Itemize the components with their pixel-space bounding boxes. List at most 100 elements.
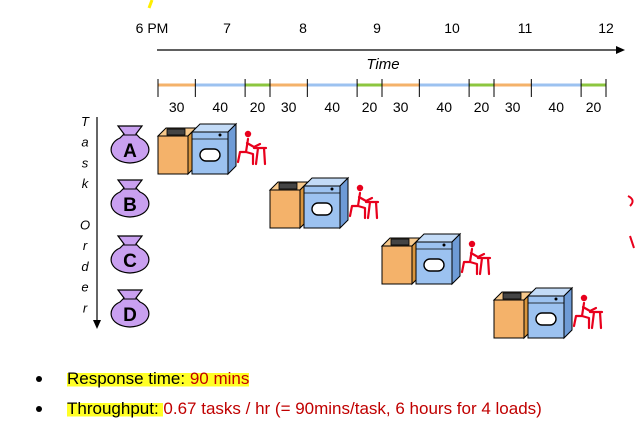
task-order-letter: e [81, 280, 88, 295]
hour-labels: 6 PM 7 8 9 10 11 12 [136, 20, 614, 36]
bag-body [110, 125, 150, 164]
hour-label: 7 [223, 20, 231, 36]
person-folding-icon [572, 294, 604, 330]
load-letter: A [123, 141, 137, 162]
time-arrow-head [616, 46, 625, 54]
dryer-side [339, 176, 349, 230]
dryer-side [563, 286, 573, 340]
time-segment-value: 20 [362, 99, 378, 115]
folder-body [348, 191, 362, 218]
person-folding-icon [348, 184, 380, 220]
bullet-list: Response time: 90 mins Throughput: 0.67 … [36, 364, 636, 424]
washer-lid [166, 128, 186, 136]
dryer-side [451, 232, 461, 286]
task-order-letter: r [83, 238, 88, 253]
washer-icon [156, 126, 198, 176]
bullet-dot [36, 376, 42, 382]
folder-body [572, 301, 586, 328]
folder-table [252, 146, 268, 166]
throughput-value: 0.67 tasks / hr (= 90mins/task, 6 hours … [163, 399, 542, 418]
load-letter: D [123, 305, 137, 326]
folder-legs [244, 150, 255, 166]
task-order-letter: T [81, 114, 90, 129]
person-folding-icon [460, 240, 492, 276]
dryer-door [199, 148, 221, 162]
task-order-letter: O [80, 218, 90, 233]
task-order-letter: k [82, 176, 90, 191]
folder-arms [245, 141, 262, 149]
folder-head [468, 240, 476, 248]
dryer-door [535, 312, 557, 326]
bullet-response-time: Response time: 90 mins [36, 364, 636, 394]
dryer-door [423, 258, 445, 272]
hour-label: 9 [373, 20, 381, 36]
laundry-bag-icon: C [110, 235, 150, 274]
folder-legs [356, 204, 367, 220]
hour-label: 12 [598, 20, 614, 36]
hour-label: 6 PM [136, 20, 169, 36]
washer-lid [390, 238, 410, 246]
bullet-throughput: Throughput: 0.67 tasks / hr (= 90mins/ta… [36, 394, 636, 424]
folder-head [356, 184, 364, 192]
folder-arms [469, 251, 486, 259]
bag-body [110, 235, 150, 274]
dryer-icon [190, 122, 238, 176]
folder-table [588, 310, 604, 330]
response-time-label: Response time: [67, 369, 190, 388]
edge-mark [147, 0, 154, 9]
time-segment-value: 20 [586, 99, 602, 115]
load-row-b: B [110, 176, 380, 230]
time-segment-value: 30 [281, 99, 297, 115]
dryer-knob [554, 297, 558, 301]
task-order-letter: r [83, 300, 88, 315]
folder-legs [580, 314, 591, 330]
load-letter: B [123, 195, 137, 216]
bag-body [110, 289, 150, 328]
time-axis-label: Time [366, 56, 399, 73]
time-segment-value: 30 [505, 99, 521, 115]
task-order-arrow-head [93, 320, 101, 329]
folder-body [236, 137, 250, 164]
hour-label: 10 [444, 20, 460, 36]
time-segment-value: 40 [212, 99, 228, 115]
washer-icon [268, 180, 310, 230]
dryer-knob [442, 243, 446, 247]
task-order-letter: s [82, 155, 89, 170]
time-segment-value: 30 [393, 99, 409, 115]
hour-label: 8 [299, 20, 307, 36]
time-segment-value: 30 [169, 99, 185, 115]
dryer-icon [414, 232, 462, 286]
washer-front [493, 299, 525, 339]
dryer-side [227, 122, 237, 176]
load-row-d: D [110, 286, 604, 340]
washer-front [157, 135, 189, 175]
laundry-bag-icon: B [110, 179, 150, 218]
dryer-knob [218, 133, 222, 137]
edge-mark [629, 235, 635, 249]
washer-lid [502, 292, 522, 300]
washer-lid [278, 182, 298, 190]
folder-head [244, 130, 252, 138]
time-segment-value: 20 [474, 99, 490, 115]
washer-icon [492, 290, 534, 340]
folder-legs [468, 260, 479, 276]
folder-table [476, 256, 492, 276]
washer-icon [380, 236, 422, 286]
dryer-knob [330, 187, 334, 191]
load-letter: C [123, 251, 137, 272]
laundry-bag-icon: D [110, 289, 150, 328]
person-folding-icon [236, 130, 268, 166]
task-order-letter: a [81, 135, 88, 150]
response-time-value: 90 mins [189, 369, 250, 388]
time-segment-value: 20 [250, 99, 266, 115]
bag-body [110, 179, 150, 218]
load-row-a: A [110, 122, 268, 176]
folder-arms [581, 305, 598, 313]
time-segment-value: 40 [324, 99, 340, 115]
folder-head [580, 294, 588, 302]
load-row-c: C [110, 232, 492, 286]
hour-label: 11 [518, 20, 533, 36]
folder-arms [357, 195, 374, 203]
